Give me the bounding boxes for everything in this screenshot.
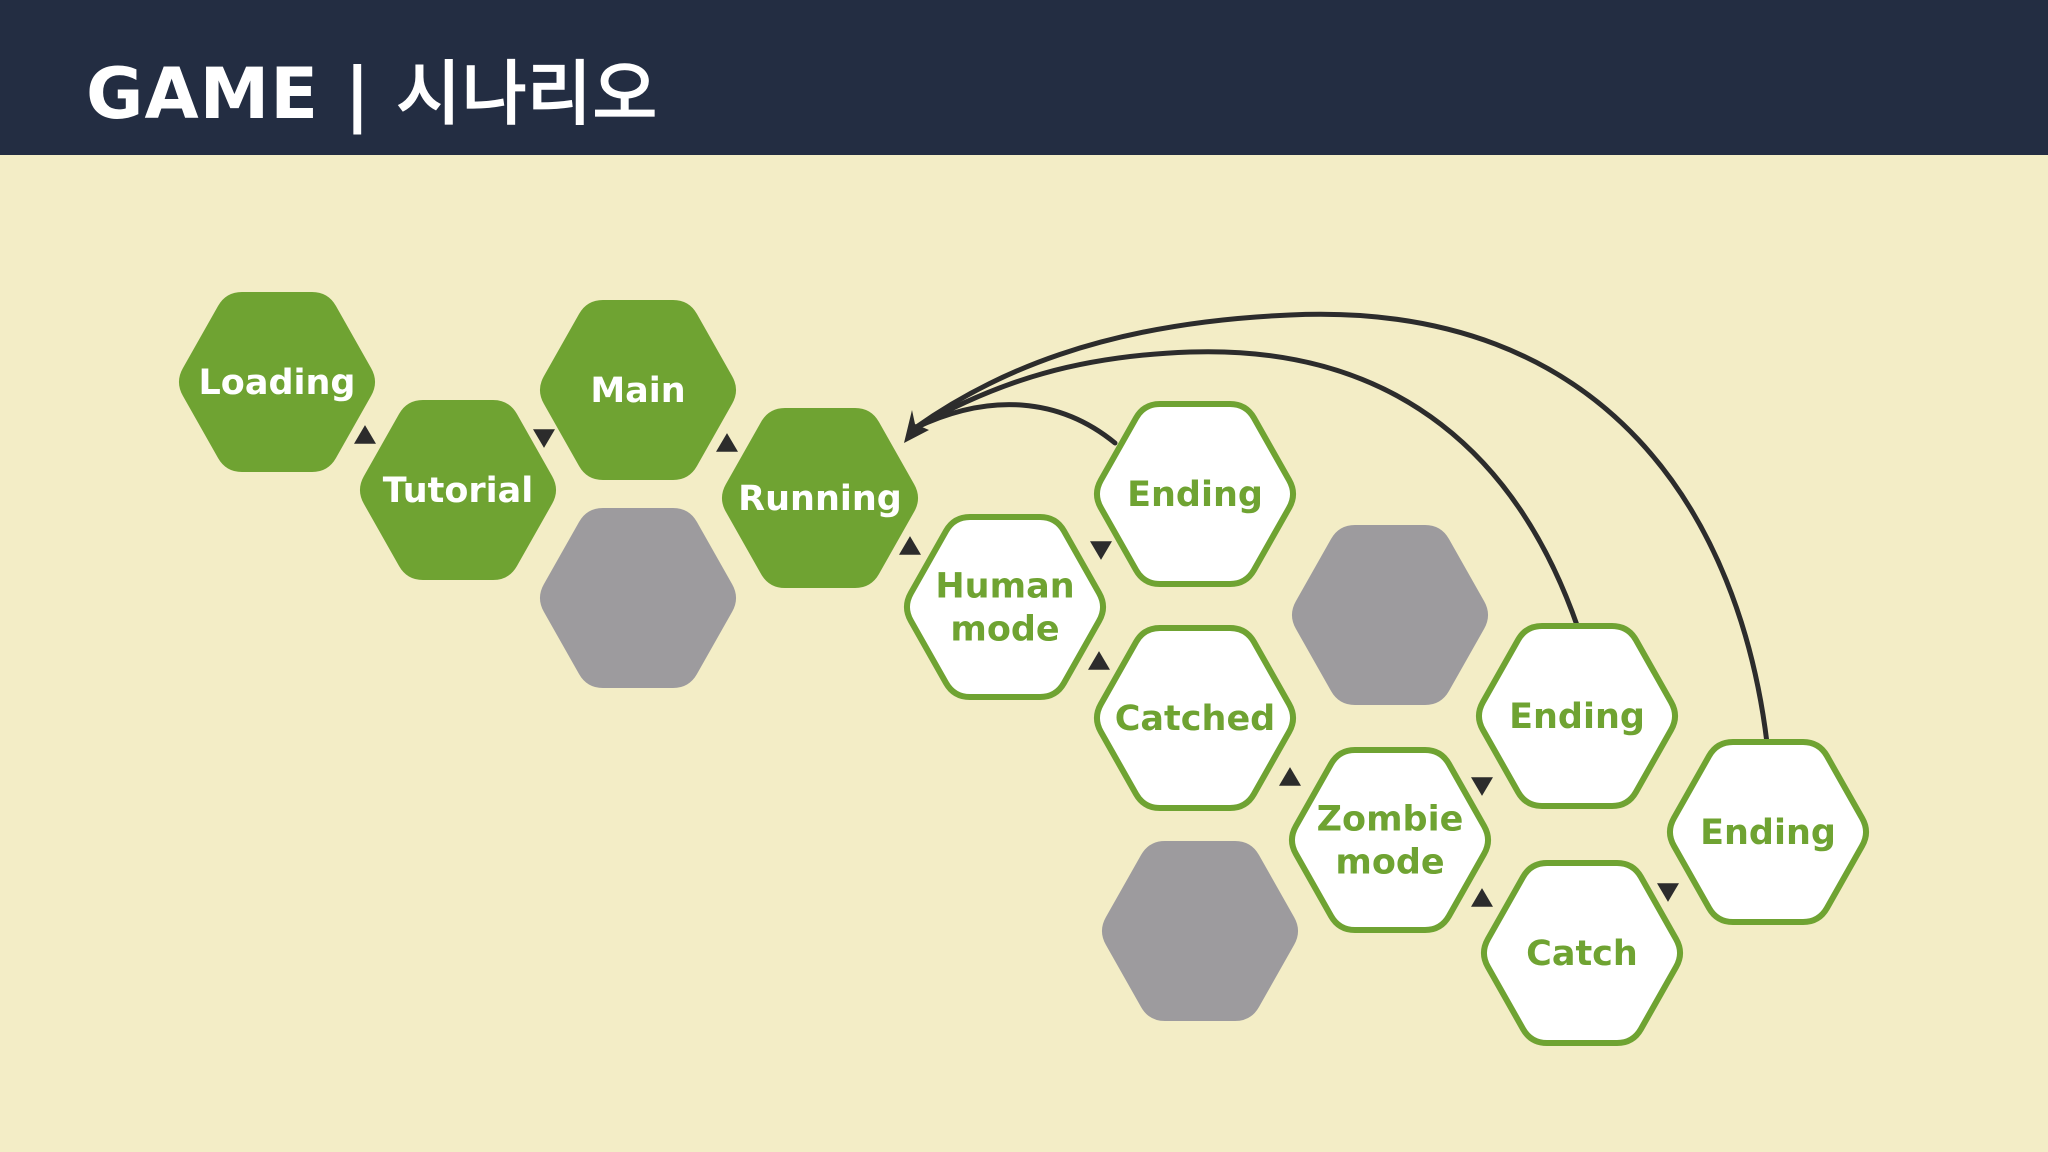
flow-marker-catch-to-ending-catch [1657,883,1679,902]
hex-shape [1101,841,1299,1021]
node-tutorial: Tutorial [359,400,557,580]
return-arrow-ending-human [912,402,1118,446]
hex-shape [1288,747,1492,933]
node-label: Loading [199,363,356,403]
node-ending-catch: Ending [1666,739,1870,925]
return-arrowhead [904,410,929,443]
node-label: mode [950,610,1059,650]
hex-shape [903,514,1107,700]
flow-marker-running-to-human-mode [899,536,921,555]
flow-marker-zombie-mode-to-catch [1471,888,1493,907]
node-ending-human: Ending [1093,401,1297,587]
flow-marker-human-mode-to-catched [1088,651,1110,670]
header-bar: GAME | 시나리오 [0,0,2048,155]
hex-shape [539,508,737,688]
hex-shape [178,292,376,472]
hex-shape [1093,401,1297,587]
node-label: Human [935,567,1074,607]
page-title: GAME | 시나리오 [86,53,659,135]
node-label: Ending [1700,813,1836,853]
node-placeholder-3 [1101,841,1299,1021]
node-main: Main [539,300,737,480]
flow-marker-zombie-mode-to-ending-zombie [1471,777,1493,796]
return-arrow-ending-zombie [912,349,1581,631]
hex-shape [359,400,557,580]
node-label: Ending [1127,475,1263,515]
hex-shape [539,300,737,480]
node-loading: Loading [178,292,376,472]
hex-shape [1093,625,1297,811]
hex-shape [1291,525,1489,705]
node-ending-zombie: Ending [1475,623,1679,809]
flow-marker-human-mode-to-ending-human [1090,541,1112,560]
node-label: Tutorial [383,471,534,511]
hex-shape [1480,860,1684,1046]
node-label: Catched [1115,699,1276,739]
node-catch: Catch [1480,860,1684,1046]
node-placeholder-2 [1291,525,1489,705]
return-arrow-ending-catch [912,311,1770,746]
node-label: Ending [1509,697,1645,737]
node-label: Main [590,371,685,411]
flow-marker-main-to-running [716,433,738,452]
node-label: Zombie [1317,800,1464,840]
flow-marker-loading-to-tutorial [354,425,376,444]
node-label: mode [1335,843,1444,883]
flow-marker-catched-to-zombie-mode [1279,767,1301,786]
node-label: Catch [1526,934,1638,974]
hex-shape [1475,623,1679,809]
node-label: Running [738,479,902,519]
hex-shape [721,408,919,588]
flow-marker-tutorial-to-main [533,429,555,448]
node-placeholder-1 [539,508,737,688]
node-catched: Catched [1093,625,1297,811]
hex-shape [1666,739,1870,925]
node-running: Running [721,408,919,588]
